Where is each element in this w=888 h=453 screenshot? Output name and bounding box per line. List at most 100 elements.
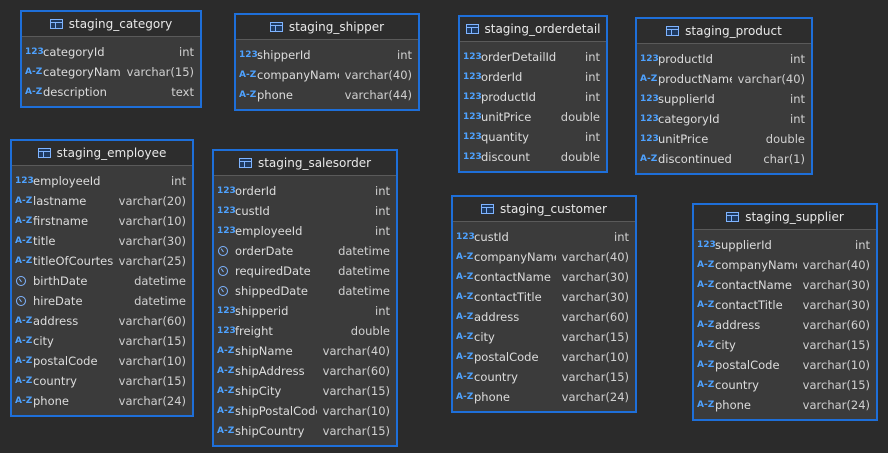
table-icon xyxy=(238,158,252,168)
table-header[interactable]: staging_orderdetail xyxy=(460,17,606,42)
column-type: varchar(30) xyxy=(802,298,870,312)
column-type: datetime xyxy=(338,264,390,278)
numeric-type-icon: 123 xyxy=(217,206,236,216)
column-name: discontinued xyxy=(658,152,732,166)
column-name: phone xyxy=(715,398,751,412)
table-header[interactable]: staging_category xyxy=(22,12,200,37)
text-type-icon: A-Z xyxy=(697,320,715,330)
column-name: quantity xyxy=(481,130,529,144)
column-type: varchar(10) xyxy=(561,350,629,364)
column-name: shippedDate xyxy=(235,284,308,298)
table-header[interactable]: staging_supplier xyxy=(694,205,876,230)
column-name: city xyxy=(715,338,736,352)
text-type-icon: A-Z xyxy=(15,316,33,326)
table-header[interactable]: staging_customer xyxy=(453,197,635,222)
column-type: varchar(44) xyxy=(344,88,412,102)
table-header[interactable]: staging_salesorder xyxy=(214,151,396,176)
column-type: int xyxy=(375,184,390,198)
table-header[interactable]: staging_product xyxy=(637,19,811,44)
text-type-icon: A-Z xyxy=(217,366,235,376)
column-type: int xyxy=(614,230,629,244)
column-name: supplierId xyxy=(715,238,772,252)
numeric-type-icon: 123 xyxy=(217,326,236,336)
table-header[interactable]: staging_employee xyxy=(12,141,192,166)
column-name: address xyxy=(715,318,761,332)
table-header[interactable]: staging_shipper xyxy=(236,15,418,40)
numeric-type-icon: 123 xyxy=(15,176,34,186)
text-type-icon: A-Z xyxy=(15,256,33,266)
table-title: staging_orderdetail xyxy=(484,22,601,36)
column-name: postalCode xyxy=(474,350,539,364)
